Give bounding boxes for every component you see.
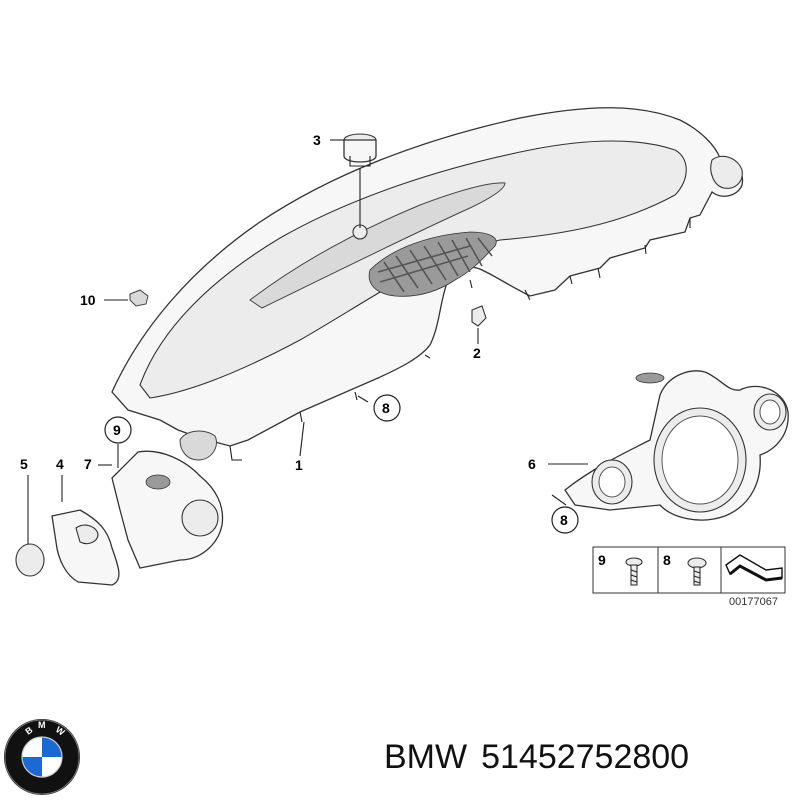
bracket-part (471, 305, 487, 327)
callout-4: 4 (56, 456, 64, 472)
callout-6: 6 (528, 456, 536, 472)
legend-item-9-label: 9 (598, 552, 606, 568)
svg-text:M: M (38, 720, 46, 730)
callout-labels: 3 10 2 1 5 4 7 6 8 9 8 (20, 132, 579, 534)
screw-9-icon (625, 557, 643, 586)
legend-item-8-label: 8 (663, 552, 671, 568)
dashboard-panel (111, 107, 744, 461)
part-caption: BMW 51452752800 (384, 738, 703, 777)
callout-5: 5 (20, 456, 28, 472)
callout-9: 9 (113, 422, 121, 438)
part-number: 51452752800 (481, 738, 690, 776)
bmw-logo: B M W (4, 719, 80, 795)
callout-8-right: 8 (560, 512, 568, 528)
cap-part (343, 133, 377, 167)
clip-part (129, 289, 149, 307)
bracket-legend-icon (725, 554, 783, 582)
callout-8-top: 8 (382, 400, 390, 416)
callout-1: 1 (295, 457, 303, 473)
leader-lines (27, 139, 588, 544)
callout-3: 3 (313, 132, 321, 148)
callout-7: 7 (84, 456, 92, 472)
fastener-legend: 9 8 (592, 546, 786, 594)
diagram-ref-code: 00177067 (729, 596, 778, 608)
callout-2: 2 (473, 345, 481, 361)
callout-10: 10 (80, 292, 96, 308)
svg-text:B: B (23, 724, 34, 736)
cluster-cover (564, 370, 789, 521)
brand-name: BMW (384, 738, 468, 776)
left-trim-assembly (15, 450, 224, 586)
screw-8-icon (687, 557, 707, 586)
